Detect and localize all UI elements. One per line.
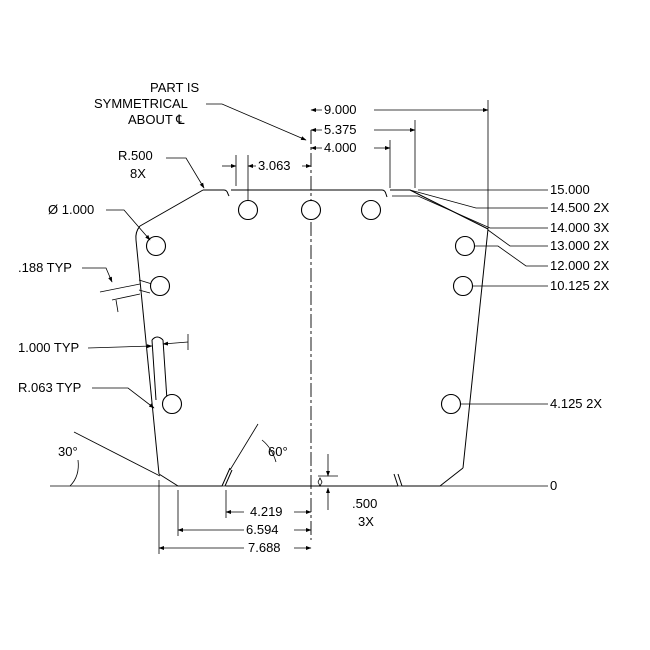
radius-063-label: R.063 TYP <box>18 380 81 395</box>
dim-5375: 5.375 <box>324 122 357 137</box>
dim-3063: 3.063 <box>258 158 291 173</box>
dim-9000: 9.000 <box>324 102 357 117</box>
hole-right-13000 <box>454 235 476 257</box>
right-dimensions <box>50 189 548 487</box>
hole-right-4125 <box>440 393 462 415</box>
angle-60-label: 60° <box>268 444 288 459</box>
dim-12000: 12.000 2X <box>550 258 610 273</box>
dim-6594: 6.594 <box>246 522 279 537</box>
dim-4125: 4.125 2X <box>550 396 602 411</box>
hole-right-10125 <box>452 275 474 297</box>
note-line-2: SYMMETRICAL <box>94 96 188 111</box>
dim-10125: 10.125 2X <box>550 278 610 293</box>
typ-188-label: .188 TYP <box>18 260 72 275</box>
note-line-1: PART IS <box>150 80 199 95</box>
left-callouts: R.500 8X Ø 1.000 .188 TYP 1.000 TYP R.06… <box>18 148 288 487</box>
hole-top-right <box>360 199 382 221</box>
dim-13000: 13.000 2X <box>550 238 610 253</box>
hole-top-left <box>237 199 259 221</box>
dim-500: .500 <box>352 496 377 511</box>
hole-left-13000 <box>145 235 167 257</box>
hole-top-center <box>300 199 322 221</box>
dim-14500: 14.500 2X <box>550 200 610 215</box>
radius-500-qty: 8X <box>130 166 146 181</box>
typ-1000-label: 1.000 TYP <box>18 340 79 355</box>
dim-500-qty: 3X <box>358 514 374 529</box>
angle-30-label: 30° <box>58 444 78 459</box>
note-line-3: ABOUT ℄ <box>128 112 185 127</box>
dim-7688: 7.688 <box>248 540 281 555</box>
radius-500-label: R.500 <box>118 148 153 163</box>
symmetry-note: PART IS SYMMETRICAL ABOUT ℄ <box>94 80 307 141</box>
hole-left-4125 <box>161 393 183 415</box>
dim-4219: 4.219 <box>250 504 283 519</box>
dim-15000: 15.000 <box>550 182 590 197</box>
dim-4000: 4.000 <box>324 140 357 155</box>
holes <box>145 199 476 415</box>
hole-diameter-label: Ø 1.000 <box>48 202 94 217</box>
dim-0: 0 <box>550 478 557 493</box>
hole-left-10125 <box>149 275 171 297</box>
part-outline <box>135 189 489 487</box>
dim-14000: 14.000 3X <box>550 220 610 235</box>
